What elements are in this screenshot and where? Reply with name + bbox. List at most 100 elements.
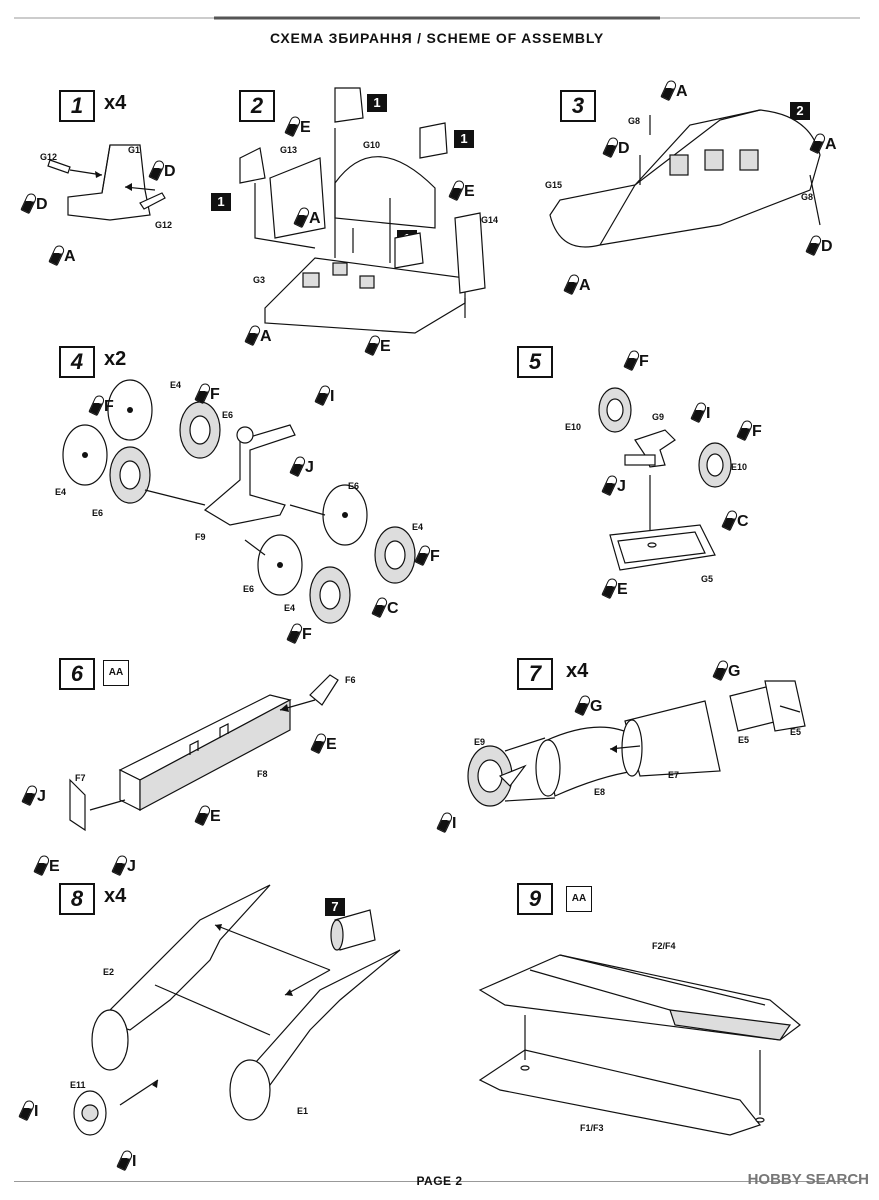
watermark: HOBBY SEARCH (747, 1171, 869, 1188)
paint-callout: E (601, 576, 628, 600)
part-label: E5 (738, 735, 750, 745)
paint-callout: D (805, 233, 833, 257)
paint-callout: E (194, 803, 221, 827)
part-label: G8 (628, 116, 641, 126)
paint-callout: J (111, 853, 136, 877)
part-label: G9 (652, 412, 665, 422)
step-1-number: 1 (59, 90, 95, 122)
ref-step-1: 1 (211, 193, 231, 211)
paint-callout: E (310, 731, 337, 755)
step-3-fuselage-drawing (549, 109, 821, 248)
step-7-engine-drawing (467, 680, 806, 807)
paint-callout: F (286, 621, 312, 645)
paint-callout: E (448, 178, 475, 202)
step-1-seat-drawing (47, 144, 166, 221)
paint-callout: I (436, 810, 456, 834)
part-label: G5 (701, 574, 714, 584)
paint-callout: E (364, 333, 391, 357)
part-label: F6 (345, 675, 356, 685)
part-label: F7 (75, 773, 86, 783)
part-label: G12 (155, 220, 173, 230)
part-label: E6 (92, 508, 104, 518)
part-label: E10 (565, 422, 582, 432)
part-label: E9 (474, 737, 486, 747)
paint-callout: A (48, 243, 76, 267)
part-label: G1 (128, 145, 141, 155)
step-8-nacelle-drawing (73, 884, 401, 1136)
paint-callout: C (721, 508, 749, 532)
ref-step-2: 2 (790, 102, 810, 120)
paint-callout: E (33, 853, 60, 877)
step-5-number: 5 (517, 346, 553, 378)
page-header: СХЕМА ЗБИРАННЯ / SCHEME OF ASSEMBLY (14, 16, 860, 54)
part-label: E4 (55, 487, 67, 497)
part-label: G12 (40, 152, 58, 162)
aa-icon: AA (103, 660, 129, 686)
step-8-multiplier: x4 (104, 885, 127, 907)
paint-callout: J (21, 783, 46, 807)
paint-callout: A (563, 272, 591, 296)
part-label: E4 (284, 603, 296, 613)
step-9-number: 9 (517, 883, 553, 915)
part-label: F2/F4 (652, 941, 676, 951)
paint-callout: A (809, 131, 837, 155)
ref-step-7: 7 (325, 898, 345, 916)
step-7-number: 7 (517, 658, 553, 690)
ref-step-1: 1 (454, 130, 474, 148)
ref-step-1: 1 (367, 94, 387, 112)
part-label: E6 (243, 584, 255, 594)
part-label: E4 (412, 522, 424, 532)
part-label: E2 (103, 967, 115, 977)
part-label: E8 (594, 787, 606, 797)
part-label: E1 (297, 1106, 309, 1116)
paint-callout: A (293, 205, 321, 229)
footer-rule (14, 1181, 860, 1182)
part-label: G13 (280, 145, 298, 155)
part-label: G3 (253, 275, 266, 285)
paint-callout: F (414, 543, 440, 567)
paint-callout: G (574, 693, 602, 717)
paint-callout: J (601, 473, 626, 497)
step-2-number: 2 (239, 90, 275, 122)
paint-callout: I (690, 400, 710, 424)
step-8-number: 8 (59, 883, 95, 915)
paint-callout: A (244, 323, 272, 347)
step-4-number: 4 (59, 346, 95, 378)
paint-callout: A (660, 78, 688, 102)
step-2-cockpit-drawing (239, 87, 486, 334)
paint-callout: D (148, 158, 176, 182)
part-label: G10 (363, 140, 381, 150)
paint-callout: F (736, 418, 762, 442)
step-3-number: 3 (560, 90, 596, 122)
page-title: СХЕМА ЗБИРАННЯ / SCHEME OF ASSEMBLY (269, 30, 605, 46)
part-label: E11 (70, 1080, 86, 1090)
paint-callout: F (88, 393, 114, 417)
step-5-nose-gear-drawing (598, 387, 732, 571)
step-9-wing-drawing (478, 954, 801, 1136)
part-label: F9 (195, 532, 206, 542)
part-label: F1/F3 (580, 1123, 604, 1133)
paint-callout: I (18, 1098, 38, 1122)
paint-callout: C (371, 595, 399, 619)
part-label: E10 (731, 462, 748, 472)
paint-callout: E (284, 114, 311, 138)
paint-callout: I (116, 1148, 136, 1172)
header-bar (14, 16, 860, 20)
step-6-number: 6 (59, 658, 95, 690)
step-6-bay-drawing (69, 674, 339, 832)
paint-callout: D (20, 191, 48, 215)
part-label: E6 (222, 410, 234, 420)
paint-callout: J (289, 454, 314, 478)
step-7-multiplier: x4 (566, 660, 589, 682)
part-label: F8 (257, 769, 268, 779)
part-label: E5 (790, 727, 802, 737)
part-label: E7 (668, 770, 680, 780)
part-label: E4 (170, 380, 182, 390)
paint-callout: F (194, 381, 220, 405)
paint-callout: D (602, 135, 630, 159)
paint-callout: I (314, 383, 334, 407)
part-label: G8 (801, 192, 814, 202)
part-label: E6 (348, 481, 360, 491)
page-number: PAGE 2 (416, 1174, 463, 1188)
step-4-multiplier: x2 (104, 348, 127, 370)
